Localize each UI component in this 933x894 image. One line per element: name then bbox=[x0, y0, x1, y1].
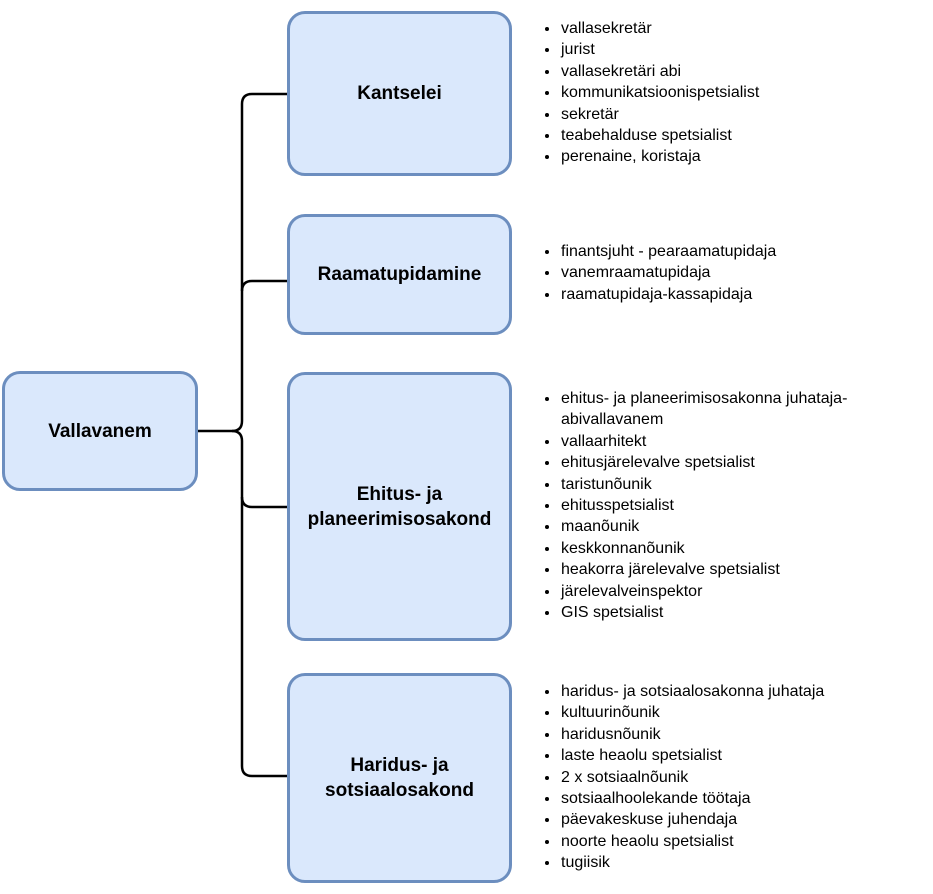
dept-label-line: Ehitus- ja bbox=[356, 483, 443, 505]
connector-haridus bbox=[240, 497, 288, 778]
position-item: teabehalduse spetsialist bbox=[560, 125, 860, 146]
position-item: laste heaolu spetsialist bbox=[560, 745, 933, 766]
position-item: heakorra järelevalve spetsialist bbox=[560, 559, 850, 580]
position-item: 2 x sotsiaalnõunik bbox=[560, 767, 933, 788]
positions-list-raamatupidamine: finantsjuht - pearaamatupidaja vanemraam… bbox=[535, 241, 860, 305]
dept-node-raamatupidamine: Raamatupidamine bbox=[287, 214, 512, 335]
position-item: kommunikatsioonispetsialist bbox=[560, 82, 860, 103]
positions-list-kantselei: vallasekretär jurist vallasekretäri abi … bbox=[535, 18, 860, 168]
position-item: kultuurinõunik bbox=[560, 702, 933, 723]
position-item: vallaarhitekt bbox=[560, 431, 850, 452]
position-item: sekretär bbox=[560, 104, 860, 125]
connector-raamatupidamine bbox=[240, 279, 288, 292]
position-item: ehitus- ja planeerimisosakonna juhataja-… bbox=[560, 388, 850, 431]
positions-list-ehitus: ehitus- ja planeerimisosakonna juhataja-… bbox=[535, 388, 850, 623]
position-item: vallasekretäri abi bbox=[560, 61, 860, 82]
position-item: haridusnõunik bbox=[560, 724, 933, 745]
position-item: haridus- ja sotsiaalosakonna juhataja bbox=[560, 681, 933, 702]
position-item: ehitusjärelevalve spetsialist bbox=[560, 452, 850, 473]
position-item: perenaine, koristaja bbox=[560, 146, 860, 167]
position-item: tugiisik bbox=[560, 852, 933, 873]
positions-list-haridus: haridus- ja sotsiaalosakonna juhataja ku… bbox=[535, 681, 933, 874]
position-item: raamatupidaja-kassapidaja bbox=[560, 284, 860, 305]
position-item: noorte heaolu spetsialist bbox=[560, 831, 933, 852]
position-item: vanemraamatupidaja bbox=[560, 262, 860, 283]
connector-root-stem bbox=[198, 92, 288, 433]
dept-label-line: Haridus- ja bbox=[350, 755, 449, 776]
root-node-vallavanem: Vallavanem bbox=[2, 371, 198, 491]
root-node-label: Vallavanem bbox=[48, 420, 152, 442]
position-item: keskkonnanõunik bbox=[560, 538, 850, 559]
position-item: finantsjuht - pearaamatupidaja bbox=[560, 241, 860, 262]
position-item: GIS spetsialist bbox=[560, 602, 850, 623]
connector-ehitus bbox=[231, 429, 288, 509]
position-item: järelevalveinspektor bbox=[560, 581, 850, 602]
dept-node-ehitus: Ehitus- ja planeerimisosakond bbox=[287, 372, 512, 641]
position-item: vallasekretär bbox=[560, 18, 860, 39]
dept-node-kantselei: Kantselei bbox=[287, 11, 512, 176]
dept-node-haridus: Haridus- ja sotsiaalosakond bbox=[287, 673, 512, 883]
dept-label-line: sotsiaalosakond bbox=[325, 780, 474, 801]
position-item: sotsiaalhoolekande töötaja bbox=[560, 788, 933, 809]
dept-label-line: Raamatupidamine bbox=[317, 264, 482, 285]
position-item: päevakeskuse juhendaja bbox=[560, 809, 933, 830]
position-item: jurist bbox=[560, 39, 860, 60]
dept-label-line: Kantselei bbox=[357, 83, 442, 104]
dept-label-line: planeerimisosakond bbox=[307, 508, 492, 530]
position-item: taristunõunik bbox=[560, 474, 850, 495]
position-item: ehitusspetsialist bbox=[560, 495, 850, 516]
position-item: maanõunik bbox=[560, 516, 850, 537]
